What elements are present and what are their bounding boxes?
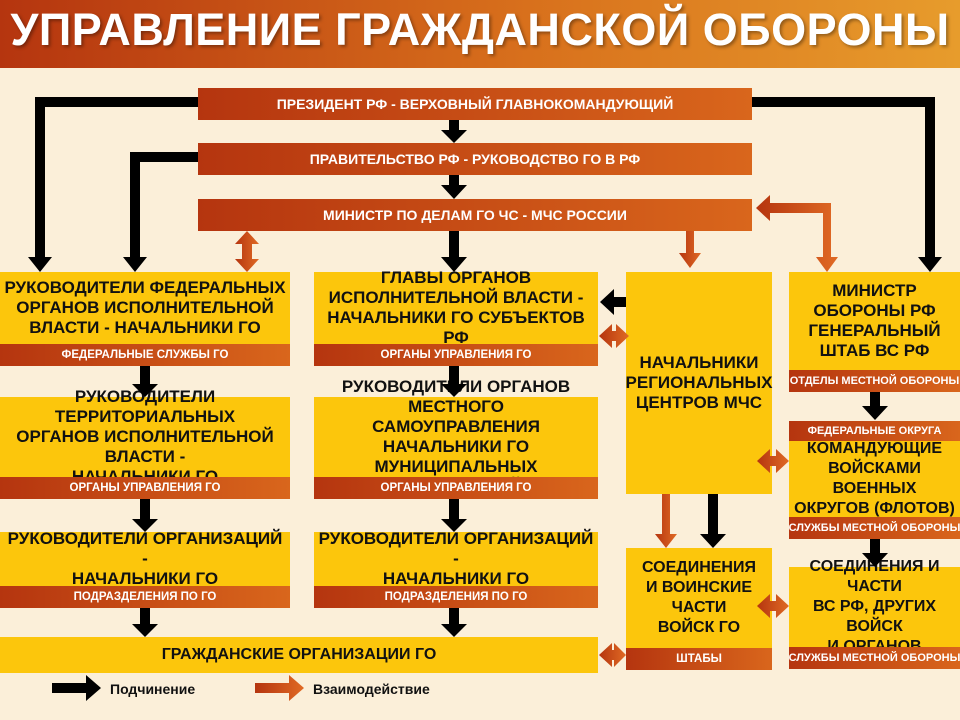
subordination-arrow [862, 539, 888, 567]
col2-divisions-label: ПОДРАЗДЕЛЕНИЯ ПО ГО [314, 586, 598, 608]
title-bar: УПРАВЛЕНИЕ ГРАЖДАНСКОЙ ОБОРОНЫ [0, 0, 960, 68]
subordination-arrow [441, 608, 467, 637]
col2-management-bodies-label: ОРГАНЫ УПРАВЛЕНИЯ ГО [314, 344, 598, 366]
federal-districts-label: ФЕДЕРАЛЬНЫЕ ОКРУГА [789, 421, 960, 441]
subordination-arrow [862, 392, 888, 420]
interaction-arrow [679, 231, 701, 268]
subordination-arrow [132, 499, 158, 532]
legend-subordination-arrow [52, 675, 101, 701]
civil-organizations-box: ГРАЖДАНСКИЕ ОРГАНИЗАЦИИ ГО [0, 637, 598, 673]
headquarters-label: ШТАБЫ [626, 648, 772, 670]
civil-defense-troops-box: СОЕДИНЕНИЯ И ВОИНСКИЕ ЧАСТИ ВОЙСК ГО [626, 548, 772, 648]
interaction-arrow [757, 594, 789, 618]
subordination-arrow [752, 97, 942, 272]
subordination-arrow [123, 152, 198, 272]
forces-local-defense-services-label: СЛУЖБЫ МЕСТНОЙ ОБОРОНЫ [789, 647, 960, 669]
armed-forces-units-box: СОЕДИНЕНИЯ И ЧАСТИ ВС РФ, ДРУГИХ ВОЙСК И… [789, 558, 960, 655]
minister-bar: МИНИСТР ПО ДЕЛАМ ГО ЧС - МЧС РОССИИ [198, 199, 752, 231]
legend-subordination-label: Подчинение [110, 681, 196, 697]
interaction-arrow [757, 449, 789, 473]
subordination-arrow [441, 231, 467, 272]
legend-interaction-arrow [255, 675, 304, 701]
page-title: УПРАВЛЕНИЕ ГРАЖДАНСКОЙ ОБОРОНЫ [10, 4, 950, 55]
interaction-arrow [756, 195, 838, 272]
subordination-arrow [700, 494, 726, 548]
subordination-arrow [132, 366, 158, 397]
interaction-arrow [599, 643, 626, 667]
subordination-arrow [28, 97, 198, 272]
col2-local-management-bodies-label: ОРГАНЫ УПРАВЛЕНИЯ ГО [314, 477, 598, 499]
col1-management-bodies-label: ОРГАНЫ УПРАВЛЕНИЯ ГО [0, 477, 290, 499]
subordination-arrow [441, 120, 467, 143]
legend-interaction-label: Взаимодействие [313, 681, 430, 697]
regional-centers-box: НАЧАЛЬНИКИ РЕГИОНАЛЬНЫХ ЦЕНТРОВ МЧС [626, 272, 772, 494]
col2-organization-heads-box: РУКОВОДИТЕЛИ ОРГАНИЗАЦИЙ - НАЧАЛЬНИКИ ГО [314, 529, 598, 588]
subordination-arrow [441, 366, 467, 397]
district-local-defense-services-label: СЛУЖБЫ МЕСТНОЙ ОБОРОНЫ [789, 517, 960, 539]
regional-executive-heads-box: ГЛАВЫ ОРГАНОВ ИСПОЛНИТЕЛЬНОЙ ВЛАСТИ - НА… [314, 268, 598, 347]
col1-divisions-label: ПОДРАЗДЕЛЕНИЯ ПО ГО [0, 586, 290, 608]
interaction-arrow [655, 494, 677, 548]
government-bar: ПРАВИТЕЛЬСТВО РФ - РУКОВОДСТВО ГО В РФ [198, 143, 752, 175]
federal-executive-heads-box: РУКОВОДИТЕЛИ ФЕДЕРАЛЬНЫХ ОРГАНОВ ИСПОЛНИ… [0, 272, 290, 344]
subordination-arrow [132, 608, 158, 637]
president-bar: ПРЕЗИДЕНТ РФ - ВЕРХОВНЫЙ ГЛАВНОКОМАНДУЮЩ… [198, 88, 752, 120]
local-defense-departments-label: ОТДЕЛЫ МЕСТНОЙ ОБОРОНЫ [789, 370, 960, 392]
interaction-arrow [599, 324, 629, 348]
subordination-arrow [441, 175, 467, 199]
defense-minister-box: МИНИСТР ОБОРОНЫ РФ ГЕНЕРАЛЬНЫЙ ШТАБ ВС Р… [789, 272, 960, 370]
federal-services-label: ФЕДЕРАЛЬНЫЕ СЛУЖБЫ ГО [0, 344, 290, 366]
subordination-arrow [441, 499, 467, 532]
col1-organization-heads-box: РУКОВОДИТЕЛИ ОРГАНИЗАЦИЙ - НАЧАЛЬНИКИ ГО [0, 529, 290, 588]
territorial-executive-heads-box: РУКОВОДИТЕЛИ ТЕРРИТОРИАЛЬНЫХ ОРГАНОВ ИСП… [0, 387, 290, 486]
interaction-arrow [235, 231, 259, 272]
military-district-commanders-box: КОМАНДУЮЩИЕ ВОЙСКАМИ ВОЕННЫХ ОКРУГОВ (ФЛ… [789, 440, 960, 517]
subordination-arrow [600, 289, 626, 315]
